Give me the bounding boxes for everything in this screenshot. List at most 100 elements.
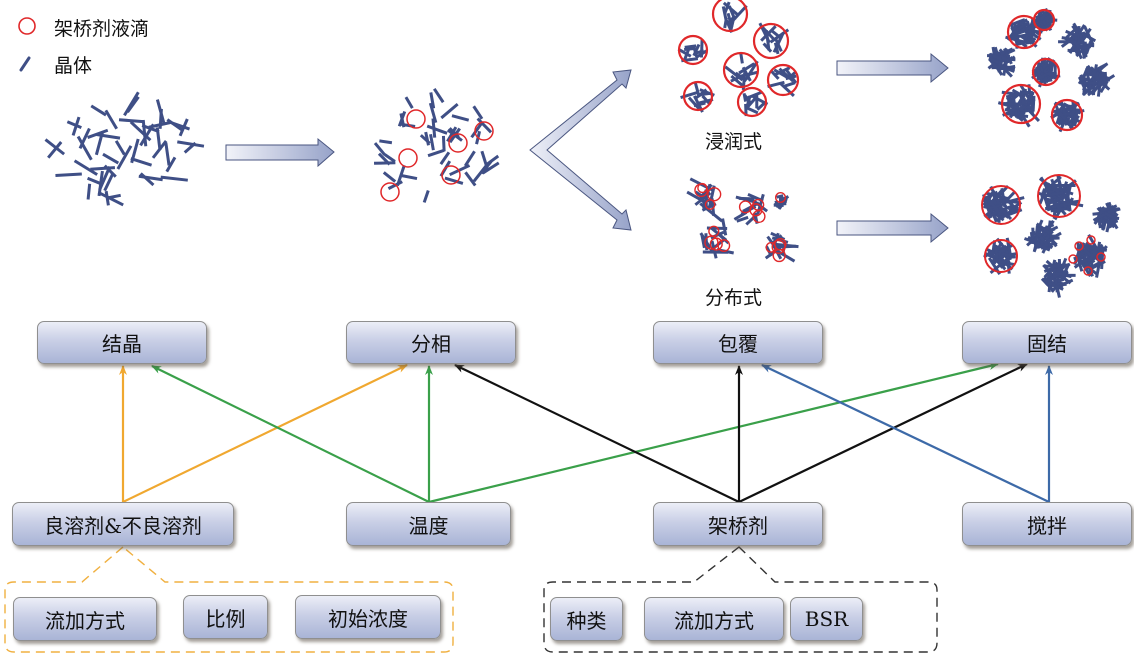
crystal-rod [779,82,795,97]
crystal-rod [383,153,396,163]
crystal-rod [771,243,783,260]
crystal-rod [1058,111,1067,121]
crystal-rod [1065,183,1073,202]
crystal-rod [480,160,493,175]
crystal-rod [699,39,704,58]
droplet [1031,57,1061,87]
mechanism-crystallization: 结晶 [37,321,207,364]
crystal-rod [733,211,748,221]
crystal-rod [87,128,109,139]
crystal-rod [1029,90,1034,115]
droplet [1032,8,1056,32]
crystal-rod [756,101,766,111]
crystal-rod [780,196,788,202]
crystal-rod [739,52,744,64]
crystal-rod [104,109,118,130]
crystal-rod [78,127,91,149]
factor-solvent: 良溶剂&不良溶剂 [12,502,234,546]
crystal-rod [698,91,713,97]
crystal-rod [684,44,697,49]
crystal-rod [1048,59,1053,74]
crystal-rod [103,173,114,192]
crystal-rod [1010,18,1029,31]
droplet [441,165,461,185]
factor-temperature: 温度 [346,502,511,546]
droplet [981,185,1021,225]
link-temperature-crystallization [151,365,430,503]
crystal-rod [105,193,121,200]
crystal-rod [745,95,752,108]
crystal-rod [998,206,1013,221]
crystal-rod [982,198,994,213]
crystal-rod [1059,278,1074,287]
factor-label: 温度 [408,513,449,538]
crystal-rod [1069,101,1079,119]
crystal-rod [129,120,152,142]
crystal-rod [677,47,692,58]
crystal-rod [1106,217,1117,224]
crystal-rod [463,150,476,167]
process-arrow-wetting [836,52,949,84]
crystal-rod [116,145,133,170]
crystal-rod [744,60,759,81]
crystal-rod [760,25,777,42]
crystal-rod [683,47,691,60]
crystal-rod [1012,96,1033,110]
crystal-rod [1048,265,1066,282]
crystal-rod [1099,71,1108,84]
crystal-rod [428,102,438,124]
legend-droplet-label: 架桥剂液滴 [54,18,150,40]
crystal-rod [1046,71,1057,76]
crystal-rod [1090,243,1104,254]
crystal-rod [693,101,706,108]
crystal-rod [687,96,701,110]
crystal-rod [1027,26,1033,38]
crystal-rod [774,66,791,76]
crystal-rod [444,176,464,185]
crystal-rod [400,174,418,181]
droplet [406,109,426,129]
crystal-rod [90,104,107,117]
droplet [717,239,731,253]
crystal-rod [1103,211,1116,220]
subfactor-label: 初始浓度 [328,606,408,631]
crystal-rod [472,105,484,120]
crystal-rod [1068,114,1080,130]
crystal-rod [118,118,144,124]
crystal-rod [66,120,82,129]
crystal-rod [440,102,459,120]
crystal-droplet-mixture [373,88,500,203]
crystal-rod [73,159,98,176]
crystal-rod [788,70,797,79]
crystal-rod [426,124,448,135]
consolidated-wetting-granules [987,8,1116,133]
crystal-rod [997,60,1002,73]
split-arrow [529,69,632,231]
wetting-aggregates [677,0,800,118]
crystal-rod [773,202,782,210]
crystal-rod [96,133,121,140]
droplet [1006,14,1042,50]
influence-links [119,362,1053,504]
crystal-rod [433,88,445,104]
crystal-rod [1082,248,1097,261]
droplet [448,133,468,153]
mechanism-phase-separation: 分相 [346,321,516,364]
crystal-rod [382,171,397,183]
crystal-rod [762,42,773,53]
droplet [1050,98,1084,132]
subfactor-label: 种类 [566,608,607,633]
crystal-rod [429,133,435,151]
caption-wetting: 浸润式 [705,131,763,153]
droplet [752,209,766,224]
droplet [749,203,763,217]
droplet [682,80,714,112]
crystal-rod [130,157,153,167]
link-stirring-coating [761,364,1050,503]
subfactor-label: 比例 [205,606,246,631]
droplet [1096,252,1106,262]
link-solvent-phase-separation [122,364,408,503]
droplet [697,182,708,194]
crystal-rod [1091,259,1104,269]
